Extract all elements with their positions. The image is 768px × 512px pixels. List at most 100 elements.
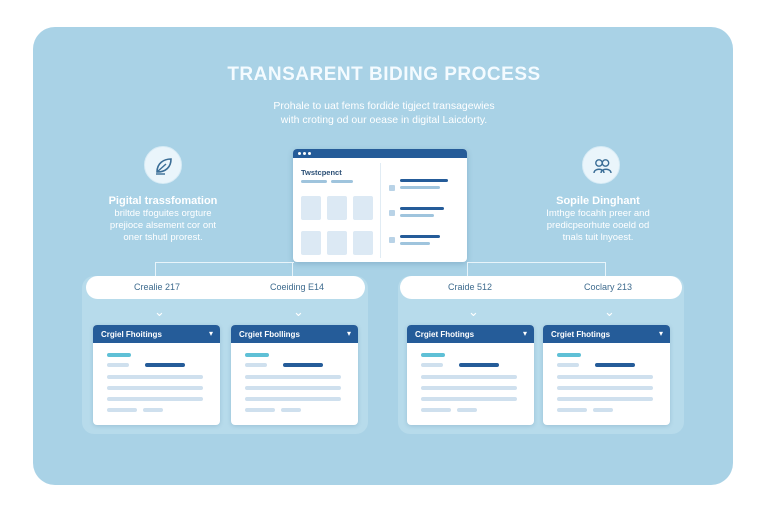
placeholder-line (557, 363, 579, 367)
finding-card[interactable]: Crgiel Fhoitings ▾ (93, 325, 220, 425)
left-info-text: briltde tfoguites orgture prejioce alsem… (78, 208, 248, 244)
placeholder-line (557, 408, 587, 412)
placeholder-line (245, 363, 267, 367)
placeholder-line (107, 408, 137, 412)
chevron-down-icon: ⌄ (154, 304, 165, 319)
grid-tile (353, 196, 373, 220)
right-info-title: Sopile Dinghant (556, 195, 640, 207)
subtitle-line: Prohale to uat fems fordide tigject tran… (273, 100, 495, 112)
placeholder-line (283, 363, 323, 367)
pill-label: Crealie 217 (134, 282, 181, 292)
card-title: Crgiet Fhotings (415, 330, 475, 339)
placeholder-line (245, 397, 341, 401)
connector-line (467, 262, 469, 276)
finding-card[interactable]: Crgiet Fhotings ▾ (407, 325, 534, 425)
window-dot (298, 152, 301, 155)
placeholder-line (421, 408, 451, 412)
chevron-down-icon: ⌄ (604, 304, 615, 319)
grid-tile (353, 231, 373, 255)
chevron-down-icon: ▾ (208, 329, 213, 338)
placeholder-line (145, 363, 185, 367)
finding-card[interactable]: Crgiet Fbollings ▾ (231, 325, 358, 425)
pill-label: Coclary 213 (584, 282, 633, 292)
list-line (400, 186, 440, 189)
window-dot (308, 152, 311, 155)
card-title: Crgiet Fhotings (551, 330, 611, 339)
list-line (400, 214, 434, 217)
window-title: Twstcpenct (301, 168, 342, 177)
placeholder-line (421, 363, 443, 367)
people-icon (582, 146, 620, 184)
card-title: Crgiet Fbollings (239, 330, 300, 339)
placeholder-line (421, 375, 517, 379)
placeholder-line (107, 363, 129, 367)
connector-line (467, 262, 606, 277)
chevron-down-icon: ▾ (658, 329, 663, 338)
grid-tile (301, 196, 321, 220)
right-info-text: Imthge focahh preer and predicpeorhute o… (513, 208, 683, 244)
placeholder-line (557, 375, 653, 379)
placeholder-line (301, 180, 327, 183)
left-info-line: oner tshutl prorest. (123, 232, 203, 243)
placeholder-line (421, 386, 517, 390)
right-info-line: predicpeorhute ooeld od (546, 220, 650, 231)
placeholder-line (143, 408, 163, 412)
card-header: Crgiet Fbollings ▾ (231, 325, 358, 343)
pill-label: Coeiding E14 (270, 282, 325, 292)
placeholder-line (245, 375, 341, 379)
list-bullet (389, 237, 395, 243)
left-info-line: prejioce alsement cor ont (109, 220, 217, 231)
placeholder-line (459, 363, 499, 367)
flow-pill[interactable]: Crealie 217 Coeiding E14 (86, 276, 365, 299)
list-line (400, 235, 440, 238)
placeholder-line (107, 386, 203, 390)
placeholder-line (557, 386, 653, 390)
card-title: Crgiel Fhoitings (101, 330, 162, 339)
window-dot (303, 152, 306, 155)
placeholder-line (557, 397, 653, 401)
list-line (400, 242, 430, 245)
list-line (400, 179, 448, 182)
card-header: Crgiel Fhoitings ▾ (93, 325, 220, 343)
left-info-line: briltde tfoguites orgture (114, 208, 212, 219)
placeholder-line (107, 353, 131, 357)
placeholder-line (245, 408, 275, 412)
pill-label: Craide 512 (448, 282, 493, 292)
placeholder-line (557, 353, 581, 357)
grid-tile (327, 231, 347, 255)
window-title-bar (293, 149, 467, 158)
card-header: Crgiet Fhotings ▾ (543, 325, 670, 343)
right-info-line: Imthge focahh preer and (546, 208, 650, 219)
grid-tile (301, 231, 321, 255)
chevron-down-icon: ⌄ (468, 304, 479, 319)
flow-pill[interactable]: Craide 512 Coclary 213 (400, 276, 682, 299)
window-divider (380, 163, 381, 258)
placeholder-line (593, 408, 613, 412)
placeholder-line (595, 363, 635, 367)
list-bullet (389, 185, 395, 191)
list-line (400, 207, 444, 210)
placeholder-line (245, 353, 269, 357)
chevron-down-icon: ▾ (522, 329, 527, 338)
placeholder-line (421, 353, 445, 357)
placeholder-line (107, 375, 203, 379)
right-info-line: tnals tuit lnyoest. (562, 232, 634, 243)
finding-card[interactable]: Crgiet Fhotings ▾ (543, 325, 670, 425)
card-header: Crgiet Fhotings ▾ (407, 325, 534, 343)
page-subtitle: Prohale to uat fems fordide tigject tran… (0, 99, 768, 127)
leaf-icon (144, 146, 182, 184)
placeholder-line (331, 180, 353, 183)
connector-line (155, 262, 294, 277)
placeholder-line (457, 408, 477, 412)
placeholder-line (107, 397, 203, 401)
connector-line (292, 262, 294, 276)
page-title: TRANSARENT BIDING PROCESS (227, 64, 541, 85)
placeholder-line (245, 386, 341, 390)
placeholder-line (421, 397, 517, 401)
grid-tile (327, 196, 347, 220)
center-app-window: Twstcpenct (293, 149, 467, 262)
placeholder-line (281, 408, 301, 412)
chevron-down-icon: ▾ (346, 329, 351, 338)
chevron-down-icon: ⌄ (293, 304, 304, 319)
list-bullet (389, 210, 395, 216)
